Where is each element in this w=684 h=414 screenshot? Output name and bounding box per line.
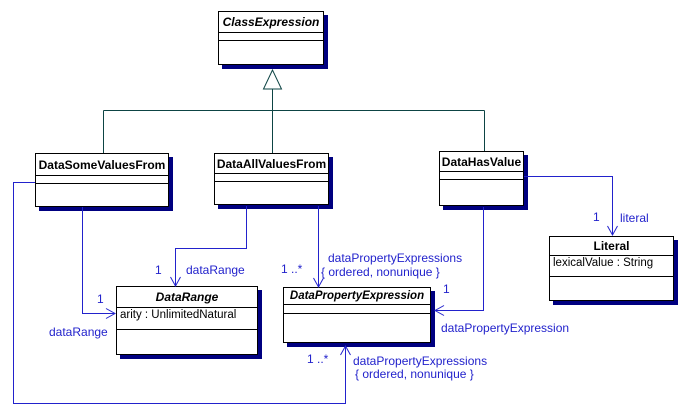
- generalization-edges: [103, 68, 485, 153]
- class-title: DataHasValue: [441, 154, 522, 169]
- class-box-datahasvalue[interactable]: DataHasValue: [439, 151, 524, 206]
- class-operations-compartment: [215, 181, 328, 204]
- class-attributes-compartment: arity : UnlimitedNatural: [117, 307, 257, 329]
- multiplicity-label: 1: [97, 292, 104, 306]
- class-operations-compartment: [284, 313, 430, 342]
- class-box-literal[interactable]: Literal lexicalValue : String: [549, 236, 674, 301]
- multiplicity-label: 1 ..*: [281, 262, 303, 276]
- open-arrowhead-down-icon: [313, 277, 324, 289]
- class-attributes-compartment: lexicalValue : String: [550, 255, 673, 276]
- open-arrowhead-right-icon: [105, 308, 117, 319]
- class-title: DataSomeValuesFrom: [38, 157, 166, 172]
- multiplicity-label: 1: [593, 210, 600, 224]
- generalization-triangle-icon: [262, 68, 283, 90]
- role-label: literal: [620, 211, 649, 225]
- multiplicity-label: 1: [155, 263, 162, 277]
- class-box-datarange[interactable]: DataRange arity : UnlimitedNatural: [116, 286, 258, 355]
- role-label: dataPropertyExpressions: [353, 354, 488, 368]
- role-label: dataRange: [186, 263, 245, 277]
- open-arrowhead-down-icon: [607, 225, 618, 237]
- generalization-line: [103, 89, 485, 153]
- class-box-datasomevaluesfrom[interactable]: DataSomeValuesFrom: [35, 153, 169, 207]
- class-attributes-compartment: [215, 173, 328, 181]
- class-box-dataallvaluesfrom[interactable]: DataAllValuesFrom: [214, 153, 329, 205]
- class-attributes-compartment: [219, 32, 323, 40]
- role-label: dataPropertyExpressions: [328, 251, 463, 265]
- open-arrowhead-left-icon: [433, 305, 445, 316]
- class-operations-compartment: [36, 183, 168, 206]
- class-title: DataPropertyExpression: [289, 290, 425, 302]
- class-title: ClassExpression: [222, 15, 320, 29]
- class-title: Literal: [593, 239, 630, 253]
- class-attribute: arity : UnlimitedNatural: [120, 309, 237, 321]
- class-title: DataRange: [155, 290, 219, 304]
- class-operations-compartment: [117, 329, 257, 354]
- edge-hasvalue-to-literal: [524, 176, 613, 234]
- class-attribute: lexicalValue : String: [553, 257, 654, 269]
- multiplicity-label: 1: [443, 282, 450, 296]
- class-operations-compartment: [219, 40, 323, 64]
- open-arrowhead-down-icon: [170, 276, 181, 288]
- class-operations-compartment: [440, 179, 523, 205]
- role-label: dataPropertyExpression: [441, 321, 570, 335]
- constraint-label: { ordered, nonunique }: [321, 265, 440, 279]
- class-box-datapropertyexpression[interactable]: DataPropertyExpression: [283, 287, 431, 343]
- open-arrowhead-up-icon: [340, 344, 351, 356]
- class-operations-compartment: [550, 276, 673, 300]
- constraint-label: { ordered, nonunique }: [355, 367, 474, 381]
- class-attributes-compartment: [284, 304, 430, 313]
- class-title: DataAllValuesFrom: [216, 156, 327, 171]
- class-box-classexpression[interactable]: ClassExpression: [218, 11, 324, 65]
- role-label: dataRange: [49, 325, 108, 339]
- class-attributes-compartment: [36, 175, 168, 183]
- class-attributes-compartment: [440, 171, 523, 179]
- multiplicity-label: 1 ..*: [307, 352, 329, 366]
